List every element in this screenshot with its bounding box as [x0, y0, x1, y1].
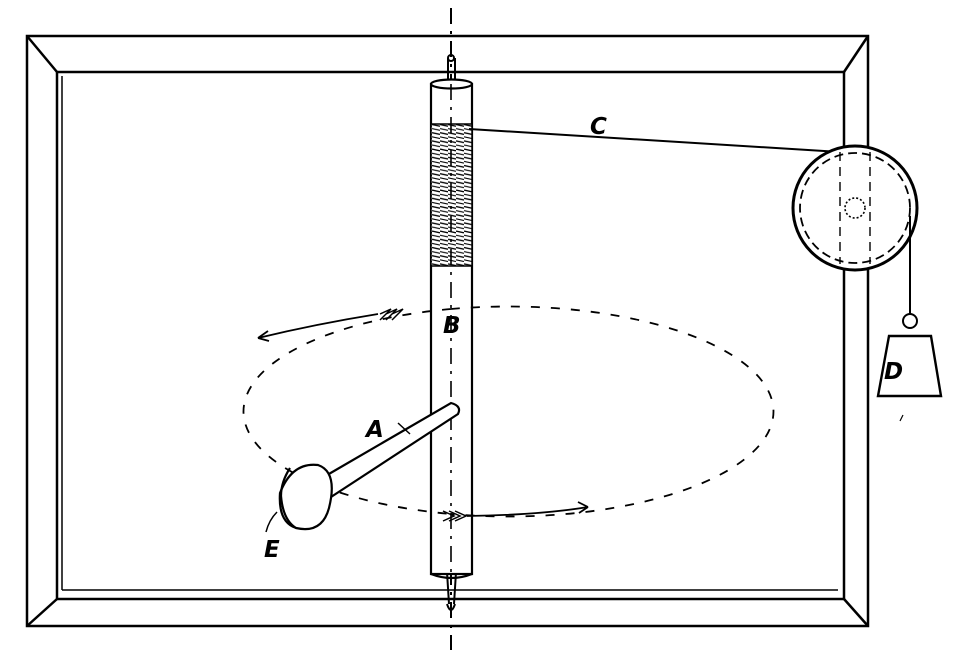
cup-E — [265, 463, 333, 533]
weight-D — [876, 216, 943, 422]
label-B: B — [443, 313, 461, 339]
label-D: D — [884, 359, 903, 385]
frame-outer — [25, 34, 870, 628]
arrow-lower — [466, 506, 589, 517]
arrow-upper — [257, 313, 379, 339]
direction-arrows — [257, 308, 589, 522]
string-C — [468, 128, 841, 153]
arm-A — [321, 401, 461, 498]
pulley-axle — [844, 197, 866, 219]
label-A: A — [364, 417, 384, 443]
rotation-path — [242, 305, 775, 518]
frame — [25, 34, 870, 628]
pulley — [791, 144, 919, 272]
spindle-B — [429, 78, 474, 580]
frame-inner — [55, 70, 846, 601]
label-C: C — [590, 114, 607, 140]
label-E: E — [264, 537, 280, 563]
